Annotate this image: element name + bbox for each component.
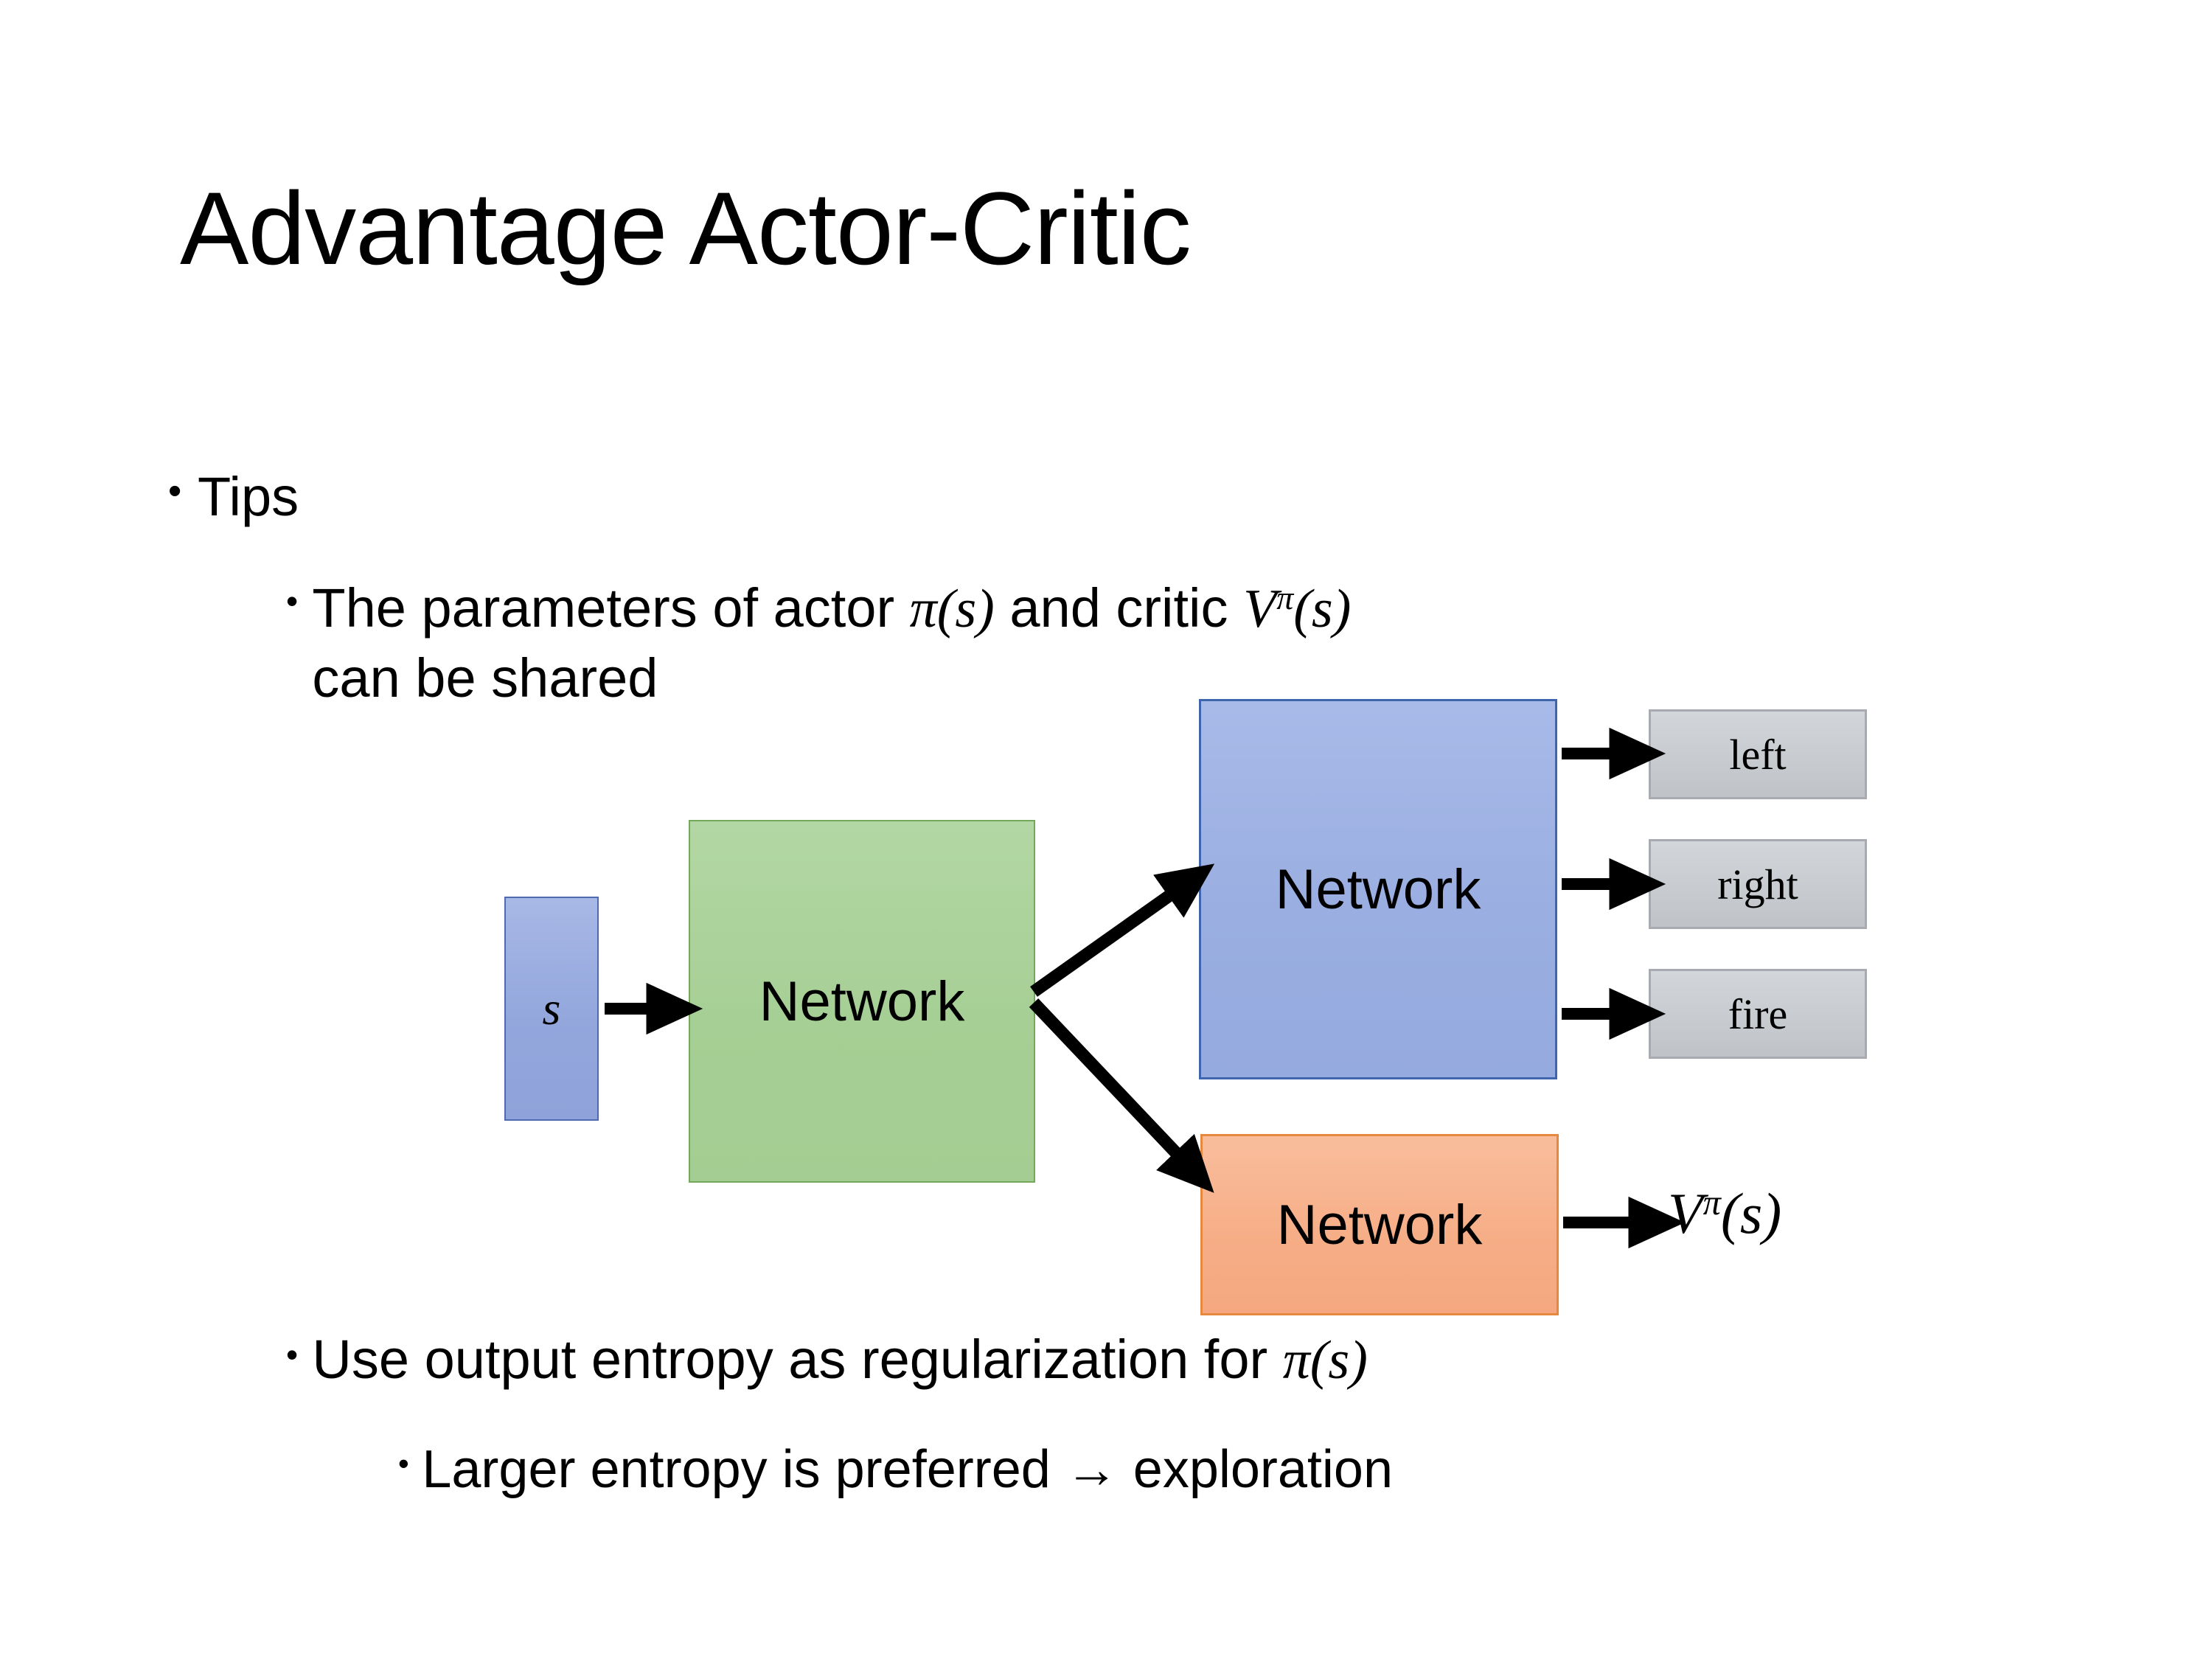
- bullet-marker-icon: •: [398, 1446, 409, 1481]
- bullet-shared-parameters: • The parameters of actor π(s) and criti…: [286, 574, 2056, 712]
- page-title: Advantage Actor-Critic: [180, 170, 1192, 286]
- pi-superscript: π: [1703, 1183, 1721, 1222]
- shared-network-label: Network: [759, 970, 965, 1033]
- v-argument: (s): [1293, 579, 1352, 639]
- arrow-shared-to-actor: [1030, 863, 1215, 997]
- critic-network-label: Network: [1276, 1193, 1483, 1256]
- arrow-shared-to-critic: [1029, 998, 1214, 1193]
- pi-superscript: π: [1276, 579, 1294, 617]
- input-state-box: s: [504, 897, 599, 1121]
- action-output-fire: fire: [1649, 969, 1867, 1059]
- v-argument: (s): [1720, 1181, 1782, 1245]
- entropy-text-before: Use output entropy as regularization for: [312, 1329, 1283, 1390]
- v-symbol: V: [1243, 579, 1277, 639]
- bullet-tips-label: Tips: [198, 466, 299, 527]
- input-state-label: s: [542, 982, 561, 1034]
- params-text-before: The parameters of actor: [312, 577, 910, 639]
- action-output-right: right: [1649, 839, 1867, 929]
- critic-network-box: Network: [1200, 1134, 1559, 1315]
- bullet-marker-icon: •: [286, 1335, 299, 1374]
- actor-network-box: Network: [1199, 699, 1557, 1079]
- bullet-larger-entropy-label: Larger entropy is preferred → exploratio…: [422, 1440, 1394, 1499]
- shared-network-box: Network: [689, 820, 1035, 1183]
- v-symbol: V: [1668, 1181, 1703, 1245]
- bullet-marker-icon: •: [168, 470, 182, 512]
- params-line2: can be shared: [312, 647, 658, 709]
- bullet-larger-entropy: • Larger entropy is preferred → explorat…: [398, 1438, 1393, 1501]
- pi-of-s-math: π(s): [909, 579, 995, 639]
- critic-output-value: Vπ(s): [1668, 1180, 1781, 1247]
- bullet-output-entropy-text: Use output entropy as regularization for…: [312, 1327, 1367, 1394]
- v-pi-of-s-math: Vπ(s): [1243, 579, 1351, 639]
- action-output-label: right: [1717, 860, 1798, 908]
- bullet-marker-icon: •: [286, 582, 299, 620]
- action-output-label: left: [1729, 730, 1787, 779]
- bullet-tips: • Tips: [168, 465, 299, 530]
- pi-of-s-math: π(s): [1282, 1330, 1368, 1391]
- params-text-middle: and critic: [994, 577, 1244, 639]
- actor-network-label: Network: [1275, 858, 1481, 921]
- bullet-shared-parameters-text: The parameters of actor π(s) and critic …: [312, 574, 1351, 712]
- bullet-output-entropy: • Use output entropy as regularization f…: [286, 1327, 1368, 1394]
- v-pi-of-s-math: Vπ(s): [1668, 1181, 1781, 1245]
- action-output-label: fire: [1728, 990, 1788, 1038]
- action-output-left: left: [1649, 709, 1867, 799]
